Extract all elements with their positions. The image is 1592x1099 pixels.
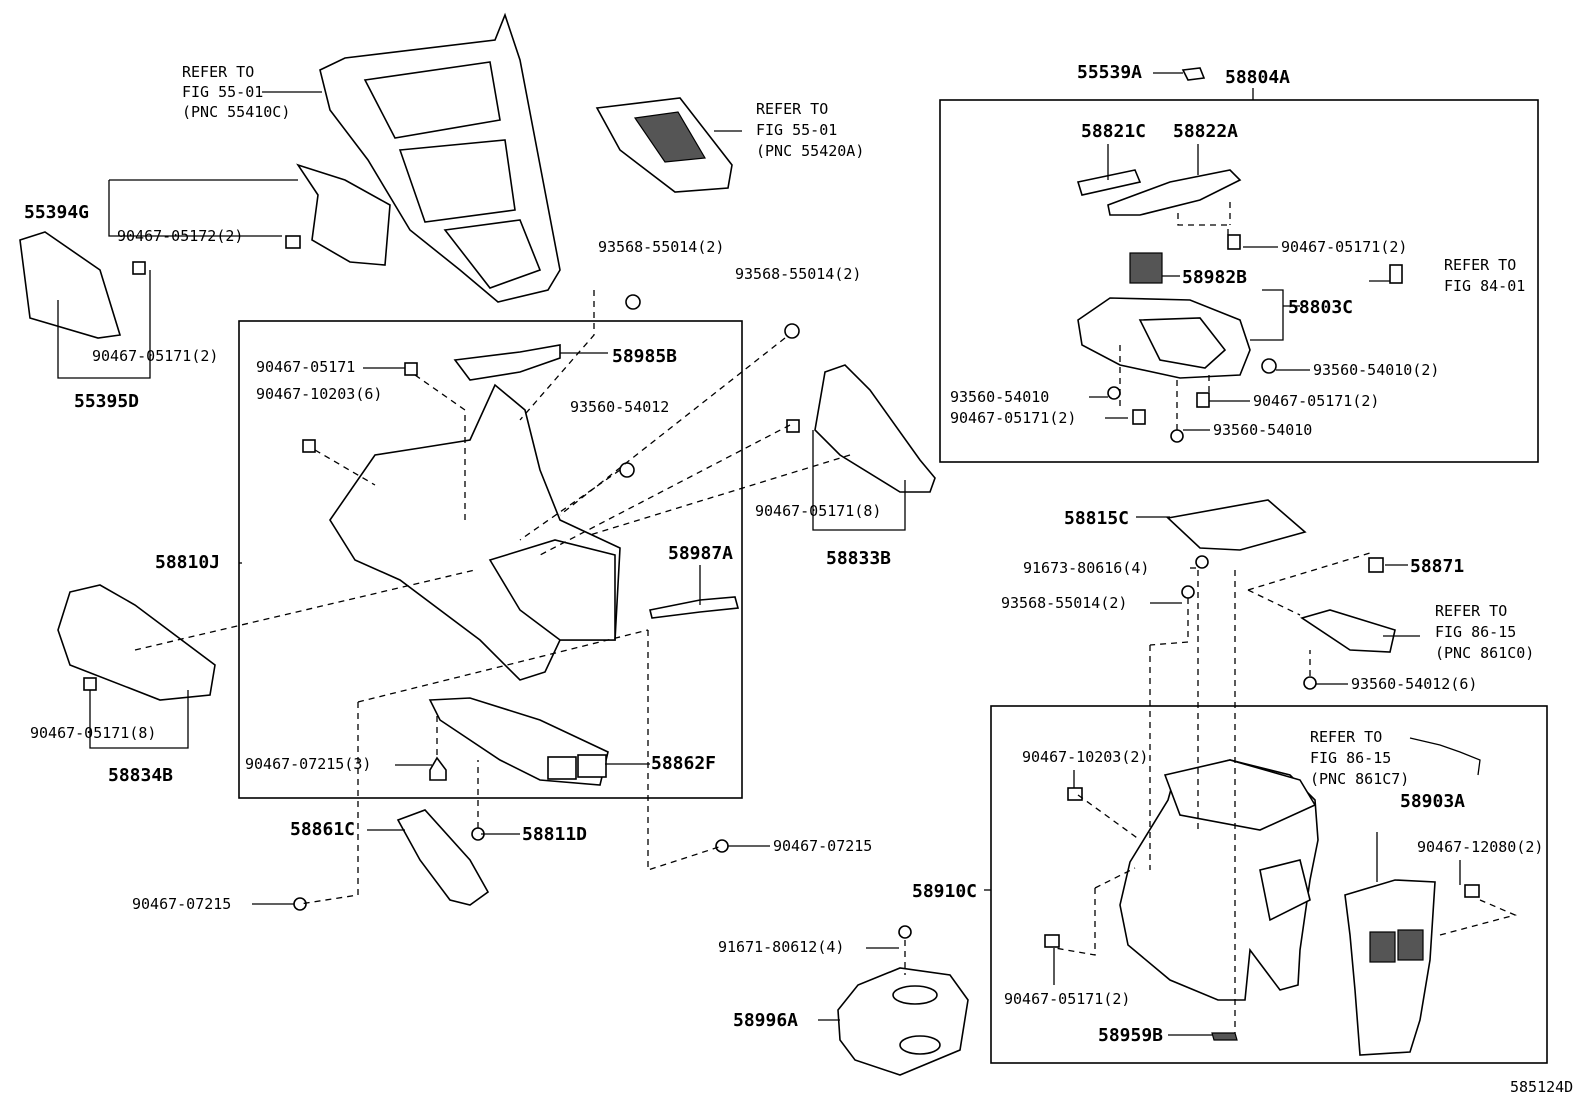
leader-lines (57, 72, 1517, 1036)
svg-text:(PNC 55410C): (PNC 55410C) (182, 103, 290, 121)
label-58833b: 58833B (826, 548, 891, 569)
label-93560-54010-2: 93560-54010(2) (1313, 361, 1439, 379)
svg-text:(PNC 861C7): (PNC 861C7) (1310, 770, 1409, 788)
label-58982b: 58982B (1182, 267, 1247, 288)
main-console-group-box (238, 320, 743, 799)
console-box-58910c-part (1119, 759, 1319, 1001)
bracket-55394g-part (296, 163, 391, 266)
duct-58862f-part (428, 697, 609, 786)
label-58821c: 58821C (1081, 121, 1146, 142)
bracket-58987a-part (649, 596, 740, 619)
shift-panel-part (595, 97, 733, 193)
label-93568-55014-2-a: 93568-55014(2) (598, 238, 724, 256)
label-93568-55014-2-b: 93568-55014(2) (735, 265, 861, 283)
refer-861c0-label: REFER TO FIG 86-15 (PNC 861C0) (1435, 602, 1534, 662)
pad-58815c-part (1166, 499, 1307, 551)
label-93560-54010-b: 93560-54010 (1213, 421, 1312, 439)
label-90467-05171-8-a: 90467-05171(8) (755, 502, 881, 520)
label-93560-54012-6: 93560-54012(6) (1351, 675, 1477, 693)
svg-text:FIG 84-01: FIG 84-01 (1444, 277, 1525, 295)
refer-861c7-label: REFER TO FIG 86-15 (PNC 861C7) (1310, 728, 1409, 788)
label-58959b: 58959B (1098, 1025, 1163, 1046)
svg-text:REFER TO: REFER TO (1435, 602, 1507, 620)
label-93560-54010-a: 93560-54010 (950, 388, 1049, 406)
svg-text:REFER TO: REFER TO (182, 63, 254, 81)
svg-text:FIG 55-01: FIG 55-01 (756, 121, 837, 139)
box-58803c-part (1077, 297, 1251, 379)
label-58985b: 58985B (612, 346, 677, 367)
refer-55420a-label: REFER TO FIG 55-01 (PNC 55420A) (756, 100, 864, 160)
label-91673-80616-4: 91673-80616(4) (1023, 559, 1149, 577)
refer-84-label: REFER TO FIG 84-01 (1444, 256, 1525, 295)
label-55394g: 55394G (24, 202, 89, 223)
label-90467-12080-2: 90467-12080(2) (1417, 838, 1543, 856)
bracket-58996a-part (837, 967, 969, 1076)
diagram-number: 585124D (1510, 1078, 1573, 1096)
label-58811d: 58811D (522, 824, 587, 845)
rear-panel-58903a-part (1344, 879, 1436, 1056)
label-55395d: 55395D (74, 391, 139, 412)
label-90467-10203-6: 90467-10203(6) (256, 385, 382, 403)
label-90467-05171-2-e: 90467-05171(2) (1004, 990, 1130, 1008)
svg-text:(PNC 861C0): (PNC 861C0) (1435, 644, 1534, 662)
label-58910c: 58910C (912, 881, 977, 902)
svg-text:(PNC 55420A): (PNC 55420A) (756, 142, 864, 160)
label-91671-80612-4: 91671-80612(4) (718, 938, 844, 956)
panel-58833b-part (814, 364, 936, 493)
label-58804a: 58804A (1225, 67, 1290, 88)
label-90467-07215-a: 90467-07215 (773, 837, 872, 855)
label-93560-54012: 93560-54012 (570, 398, 669, 416)
svg-text:REFER TO: REFER TO (756, 100, 828, 118)
label-90467-07215-b: 90467-07215 (132, 895, 231, 913)
rear-console-group-box (990, 705, 1548, 1064)
label-90467-05171-2-b: 90467-05171(2) (1281, 238, 1407, 256)
label-58822a: 58822A (1173, 121, 1238, 142)
label-90467-05171-8-b: 90467-05171(8) (30, 724, 156, 742)
label-90467-05171-2-d: 90467-05171(2) (950, 409, 1076, 427)
label-90467-07215-3: 90467-07215(3) (245, 755, 371, 773)
bracket-58985b-part (453, 344, 561, 381)
duct-58861c-part (396, 809, 490, 906)
label-90467-05172-2: 90467-05172(2) (117, 227, 243, 245)
label-58987a: 58987A (668, 543, 733, 564)
label-90467-05171-2-c: 90467-05171(2) (1253, 392, 1379, 410)
label-90467-10203-2: 90467-10203(2) (1022, 748, 1148, 766)
label-58903a: 58903A (1400, 791, 1465, 812)
label-58861c: 58861C (290, 819, 355, 840)
fastener-icons (83, 234, 1480, 948)
svg-text:FIG 55-01: FIG 55-01 (182, 83, 263, 101)
console-body-58810j-part (329, 383, 621, 681)
part-58982b (1129, 252, 1163, 284)
label-58810j: 58810J (155, 552, 220, 573)
bracket-861c0-part (1300, 609, 1396, 653)
console-upper-panel-part (319, 12, 561, 303)
svg-text:FIG 86-15: FIG 86-15 (1310, 749, 1391, 767)
label-93568-55014-2-c: 93568-55014(2) (1001, 594, 1127, 612)
svg-text:FIG 86-15: FIG 86-15 (1435, 623, 1516, 641)
label-58996a: 58996A (733, 1010, 798, 1031)
part-58959b (1211, 1032, 1238, 1041)
label-90467-05171-a: 90467-05171 (256, 358, 355, 376)
front-box-group-box (939, 99, 1539, 463)
label-58862f: 58862F (651, 753, 716, 774)
svg-text:REFER TO: REFER TO (1310, 728, 1382, 746)
label-58815c: 58815C (1064, 508, 1129, 529)
label-58871: 58871 (1410, 556, 1464, 577)
cap-58871-part (1368, 557, 1384, 573)
side-panel-55395d-part (19, 231, 122, 339)
panel-58834b-part (57, 584, 216, 701)
label-55539a: 55539A (1077, 62, 1142, 83)
clip-55539a-part (1181, 67, 1206, 81)
svg-text:REFER TO: REFER TO (1444, 256, 1516, 274)
harness-861c7-part (1409, 737, 1481, 776)
bracket-58821c-part (1076, 169, 1142, 196)
label-90467-05171-2-a: 90467-05171(2) (92, 347, 218, 365)
label-58803c: 58803C (1288, 297, 1353, 318)
label-58834b: 58834B (108, 765, 173, 786)
refer-55410c-label: REFER TO FIG 55-01 (PNC 55410C) (182, 63, 290, 121)
bracket-58822a-part (1107, 169, 1242, 216)
